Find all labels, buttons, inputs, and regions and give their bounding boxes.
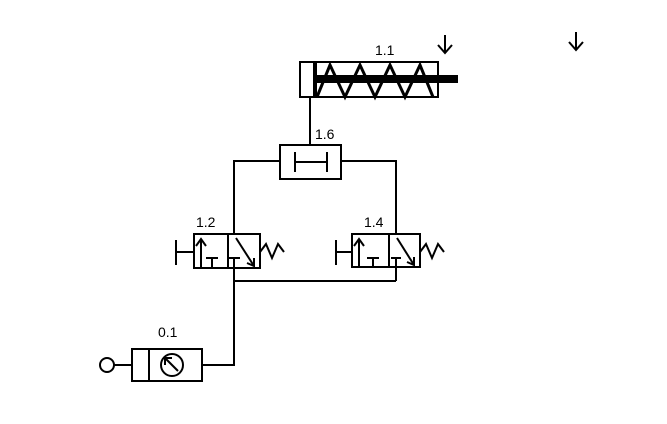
return-spring — [315, 61, 435, 101]
shuttle-valve-1-6 — [279, 144, 342, 180]
label-1-1: 1.1 — [375, 42, 395, 58]
spring-icon — [259, 242, 285, 261]
valve-1-4 — [335, 233, 445, 268]
line-shuttle-right — [341, 160, 397, 234]
piston — [313, 62, 317, 97]
label-1-6: 1.6 — [315, 126, 335, 142]
valve-1-2 — [175, 233, 285, 269]
spring-icon — [419, 242, 445, 261]
down-arrow-icon — [437, 35, 453, 55]
gauge-icon — [160, 353, 184, 377]
line-supply-main — [202, 281, 235, 366]
label-1-2: 1.2 — [196, 214, 216, 230]
cylinder-1-1 — [299, 61, 458, 101]
label-0-1: 0.1 — [158, 324, 178, 340]
label-1-4: 1.4 — [364, 214, 384, 230]
pressure-source-icon — [99, 357, 115, 373]
supply-unit-0-1 — [99, 348, 203, 382]
line-shuttle-left — [233, 160, 280, 234]
piston-rod — [317, 75, 458, 83]
down-arrow-icon — [568, 32, 584, 52]
